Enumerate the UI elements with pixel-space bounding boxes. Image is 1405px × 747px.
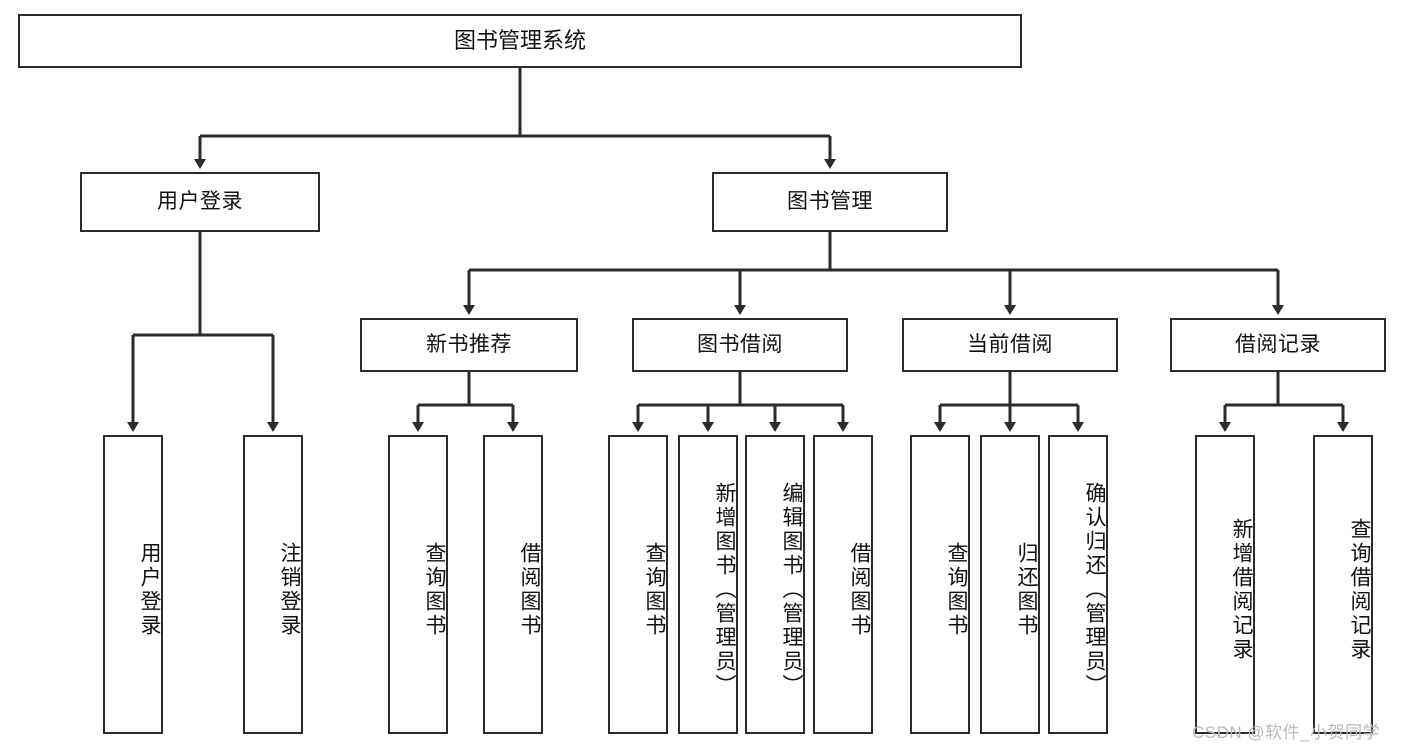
leaf-node-6[interactable]: 编辑图书（管理员） (745, 435, 805, 734)
leaf-node-10[interactable]: 确认归还（管理员） (1048, 435, 1108, 734)
leaf-node-0[interactable]: 用户登录 (103, 435, 163, 734)
node-label: 注销登录 (278, 541, 301, 638)
node-label: 编辑图书（管理员） (780, 481, 803, 698)
node-label: 新增图书（管理员） (713, 481, 736, 698)
leaf-node-11[interactable]: 新增借阅记录 (1195, 435, 1255, 734)
node-label: 借阅图书 (518, 541, 541, 638)
leaf-node-4[interactable]: 查询图书 (608, 435, 668, 734)
level3-node-0[interactable]: 新书推荐 (360, 318, 578, 372)
leaf-node-5[interactable]: 新增图书（管理员） (678, 435, 738, 734)
node-label: 查询图书 (945, 541, 968, 638)
root-node-0[interactable]: 图书管理系统 (18, 14, 1022, 68)
leaf-node-8[interactable]: 查询图书 (910, 435, 970, 734)
level2-node-1[interactable]: 图书管理 (712, 172, 948, 232)
csdn-watermark: CSDN @软件_小贺同学 (1192, 723, 1381, 742)
node-label: 当前借阅 (967, 332, 1053, 356)
node-label: 新增借阅记录 (1230, 517, 1253, 662)
node-label: 确认归还（管理员） (1083, 481, 1106, 698)
leaf-node-2[interactable]: 查询图书 (388, 435, 448, 734)
level2-node-0[interactable]: 用户登录 (80, 172, 320, 232)
node-label: 图书管理 (787, 189, 873, 213)
node-label: 借阅记录 (1235, 332, 1321, 356)
node-label: 借阅图书 (848, 541, 871, 638)
level3-node-2[interactable]: 当前借阅 (902, 318, 1118, 372)
leaf-node-1[interactable]: 注销登录 (243, 435, 303, 734)
node-label: 查询借阅记录 (1348, 517, 1371, 662)
leaf-node-12[interactable]: 查询借阅记录 (1313, 435, 1373, 734)
node-label: 图书借阅 (697, 332, 783, 356)
node-label: 新书推荐 (426, 332, 512, 356)
node-label: 查询图书 (423, 541, 446, 638)
node-label: 查询图书 (643, 541, 666, 638)
node-label: 归还图书 (1015, 541, 1038, 638)
leaf-node-9[interactable]: 归还图书 (980, 435, 1040, 734)
leaf-node-7[interactable]: 借阅图书 (813, 435, 873, 734)
node-label: 用户登录 (157, 189, 243, 213)
node-label: 图书管理系统 (453, 28, 586, 54)
leaf-node-3[interactable]: 借阅图书 (483, 435, 543, 734)
level3-node-1[interactable]: 图书借阅 (632, 318, 848, 372)
level3-node-3[interactable]: 借阅记录 (1170, 318, 1386, 372)
node-label: 用户登录 (138, 541, 161, 638)
